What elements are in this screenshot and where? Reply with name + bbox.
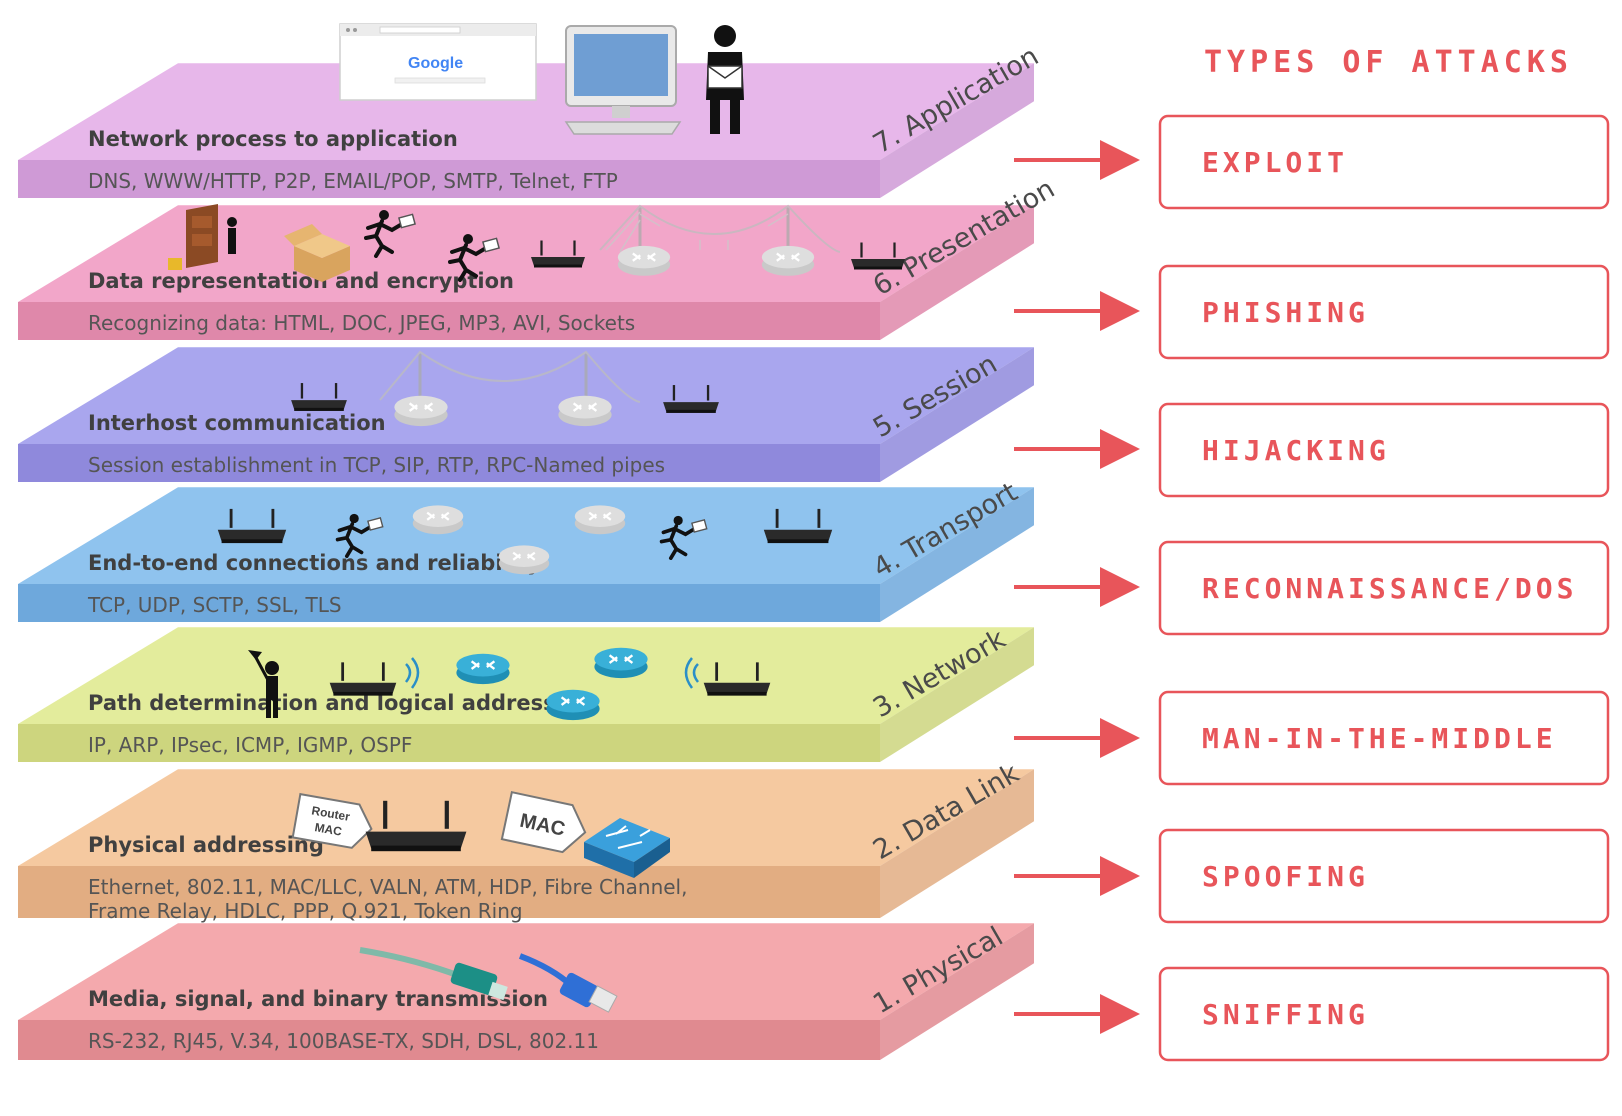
router-icon — [616, 244, 672, 277]
layer-protocols: Ethernet, 802.11, MAC/LLC, VALN, ATM, HD… — [88, 875, 687, 899]
router-icon — [497, 544, 551, 576]
layer-front-face — [18, 444, 880, 482]
layer-front-face — [18, 724, 880, 762]
osi-layer: Path determination and logical addressin… — [18, 623, 1034, 762]
attack-box — [1158, 264, 1610, 360]
router-icon — [573, 504, 627, 536]
desktop-computer-icon — [564, 25, 682, 135]
attack-label: MAN-IN-THE-MIDDLE — [1202, 722, 1557, 755]
layer-protocols: RS-232, RJ45, V.34, 100BASE-TX, SDH, DSL… — [88, 1029, 599, 1053]
layer-top-face — [18, 347, 1034, 444]
attack-box — [1158, 690, 1610, 786]
ethernet-cable-icon — [518, 953, 618, 1013]
layer-side-face — [880, 769, 1034, 918]
layer-top-face — [18, 63, 1034, 160]
router-tag-line-1: Router — [311, 803, 352, 824]
layer-side-face — [880, 63, 1034, 198]
layer-title: Media, signal, and binary transmission — [88, 987, 548, 1011]
attacks-heading: TYPES OF ATTACKS — [1204, 45, 1573, 80]
layer-title: Physical addressing — [88, 833, 324, 857]
layer-title: Network process to application — [88, 127, 458, 151]
router-icon — [760, 244, 816, 277]
bridge-icon — [379, 350, 641, 404]
layer-top-face — [18, 923, 1034, 1020]
attack-label: HIJACKING — [1202, 434, 1390, 467]
attack-label: SPOOFING — [1202, 860, 1369, 893]
router-icon — [557, 394, 613, 428]
attack-label: RECONNAISSANCE/DOS — [1202, 572, 1577, 605]
router-icon — [411, 504, 465, 536]
layer-front-face — [18, 160, 880, 198]
layer-side-face — [880, 347, 1034, 482]
osi-layer: Media, signal, and binary transmissionRS… — [18, 921, 1034, 1060]
attack-box — [1158, 828, 1610, 924]
mac-tag: MAC — [500, 791, 587, 854]
layer-protocols: TCP, UDP, SCTP, SSL, TLS — [87, 593, 342, 617]
person-with-flag-icon — [248, 650, 279, 718]
layer-front-face — [18, 584, 880, 622]
attack-box — [1158, 114, 1610, 210]
layer-side-face — [880, 923, 1034, 1060]
layer-side-face — [880, 627, 1034, 762]
open-box-icon — [284, 224, 350, 282]
layer-protocols: Frame Relay, HDLC, PPP, Q.921, Token Rin… — [88, 899, 523, 923]
osi-layer: Data representation and encryptionRecogn… — [18, 173, 1060, 340]
layer-protocols: Session establishment in TCP, SIP, RTP, … — [88, 453, 665, 477]
switch-icon — [584, 818, 670, 878]
layer-protocols: DNS, WWW/HTTP, P2P, EMAIL/POP, SMTP, Tel… — [88, 169, 618, 193]
layer-protocols: Recognizing data: HTML, DOC, JPEG, MP3, … — [88, 311, 635, 335]
fiber-cable-icon — [359, 947, 508, 1001]
layer-title: End-to-end connections and reliability — [88, 551, 541, 575]
attack-label: EXPLOIT — [1202, 146, 1348, 179]
router-mac-tag: Router MAC — [291, 792, 373, 849]
layer-protocols: IP, ARP, IPsec, ICMP, IGMP, OSPF — [88, 733, 412, 757]
browser-window-icon: Google — [339, 23, 537, 101]
attack-label: PHISHING — [1202, 296, 1369, 329]
attack-box — [1158, 540, 1610, 636]
layer-title: Interhost communication — [88, 411, 386, 435]
filing-cabinet-icon — [168, 204, 237, 270]
layer-top-face — [18, 205, 1034, 302]
layer-front-face — [18, 1020, 880, 1060]
wifi-signal-icon — [404, 657, 700, 689]
layer-side-face — [880, 487, 1034, 622]
google-logo: Google — [408, 55, 463, 72]
router-icon — [393, 394, 449, 428]
person-with-envelope-icon — [706, 25, 744, 134]
router-icon — [455, 652, 511, 686]
attack-label: SNIFFING — [1202, 998, 1369, 1031]
layer-front-face — [18, 302, 880, 340]
layer-title: Data representation and encryption — [88, 269, 514, 293]
attack-box — [1158, 402, 1610, 498]
attack-box — [1158, 966, 1610, 1062]
router-icon — [545, 688, 601, 722]
layer-front-face — [18, 866, 880, 918]
router-tag-line-2: MAC — [314, 820, 344, 839]
illustrations: Google — [168, 23, 907, 1013]
layer-side-face — [880, 205, 1034, 340]
router-icon — [593, 646, 649, 680]
